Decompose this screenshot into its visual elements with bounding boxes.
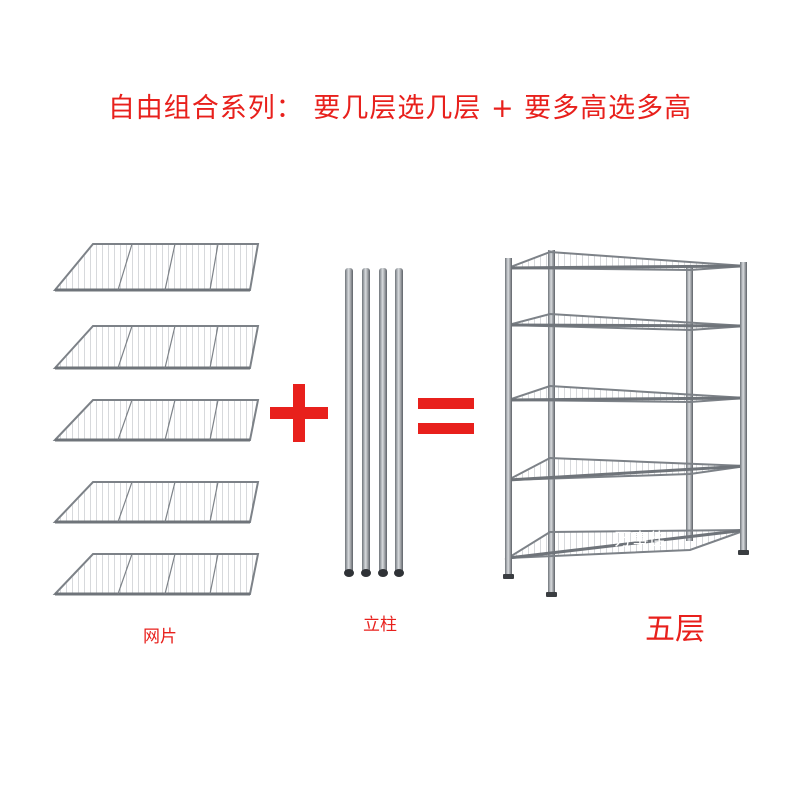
wire-panel	[52, 399, 260, 442]
wire-panels	[52, 243, 260, 596]
wire-panel	[52, 325, 260, 370]
equals-icon	[418, 398, 474, 434]
panels-label: 网片	[143, 627, 177, 647]
post	[362, 268, 370, 574]
post	[379, 268, 387, 574]
shelf-tier	[507, 312, 747, 332]
support-posts	[344, 268, 404, 577]
post	[345, 268, 353, 574]
assembled-shelf	[503, 250, 749, 597]
wire-panel	[52, 243, 260, 292]
page-title: 自由组合系列： 要几层选几层 + 要多高选多高	[107, 93, 693, 124]
watermark-text: 万事佳	[614, 530, 666, 550]
posts-label: 立柱	[363, 615, 397, 635]
post	[395, 268, 403, 574]
plus-icon	[270, 384, 328, 442]
wire-panel	[52, 553, 260, 596]
result-label: 五层	[645, 612, 705, 647]
wire-panel	[52, 481, 260, 524]
